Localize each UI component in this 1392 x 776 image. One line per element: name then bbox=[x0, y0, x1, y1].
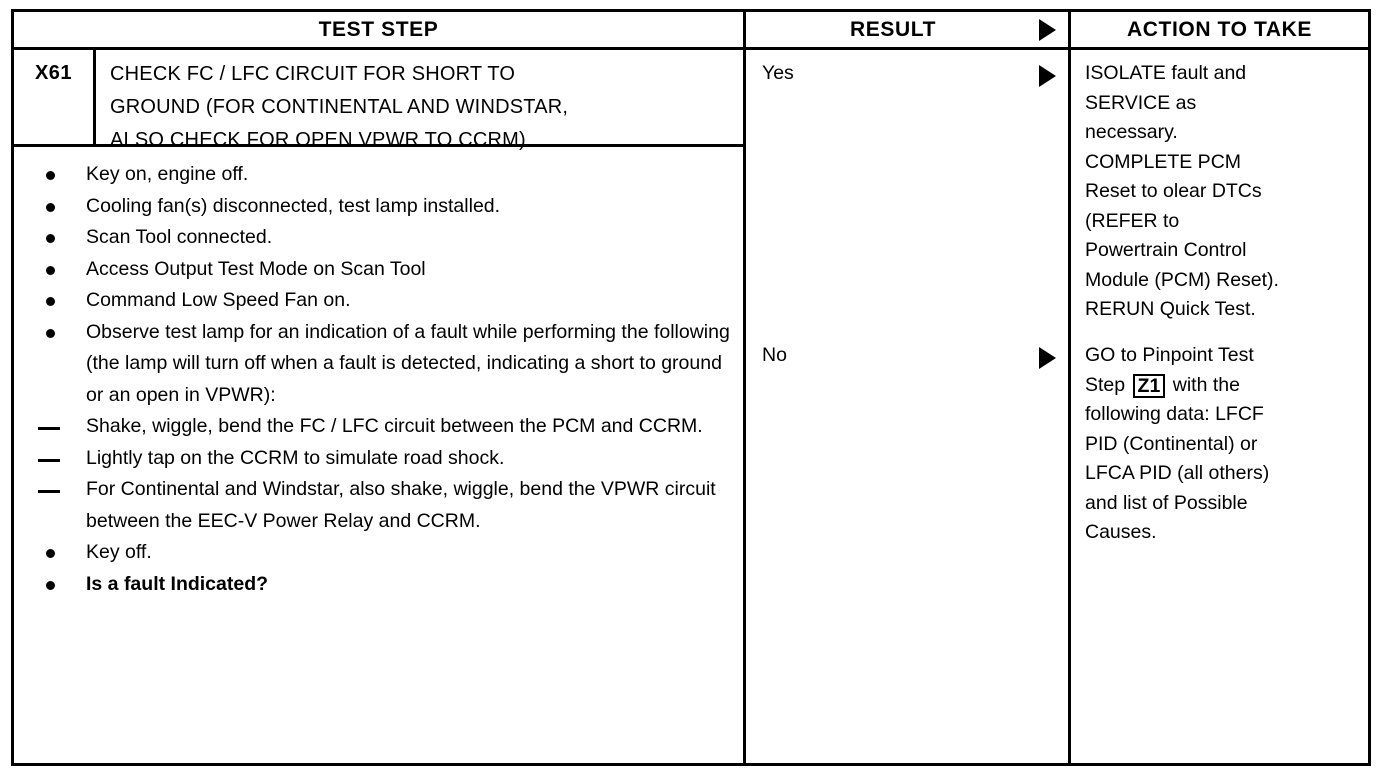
result-label-no: No bbox=[762, 344, 787, 366]
action-line-prefix: Step bbox=[1085, 373, 1131, 396]
table-header-row: TEST STEP RESULT ACTION TO TAKE bbox=[14, 12, 1368, 50]
action-line: Causes. bbox=[1085, 521, 1157, 543]
result-entry-no: No bbox=[746, 344, 1068, 369]
column-header-test-step: TEST STEP bbox=[14, 12, 743, 47]
list-item: Shake, wiggle, bend the FC / LFC circuit… bbox=[28, 411, 735, 443]
list-item: Key on, engine off. bbox=[28, 159, 735, 191]
action-line: necessary. bbox=[1085, 121, 1178, 143]
right-triangle-icon bbox=[1039, 347, 1056, 369]
list-item: Command Low Speed Fan on. bbox=[28, 285, 735, 317]
list-item: For Continental and Windstar, also shake… bbox=[28, 474, 735, 537]
action-line-suffix: with the bbox=[1167, 373, 1240, 396]
action-line: GO to Pinpoint Test bbox=[1085, 344, 1254, 366]
result-column: Yes No bbox=[743, 50, 1068, 763]
result-label-yes: Yes bbox=[762, 62, 794, 84]
step-id-cell: X61 bbox=[14, 50, 96, 144]
list-item: Cooling fan(s) disconnected, test lamp i… bbox=[28, 191, 735, 223]
column-header-action-to-take: ACTION TO TAKE bbox=[1068, 12, 1368, 47]
action-line: Reset to olear DTCs bbox=[1085, 180, 1262, 202]
list-item: Lightly tap on the CCRM to simulate road… bbox=[28, 443, 735, 475]
pinpoint-step-reference-badge: Z1 bbox=[1132, 373, 1166, 398]
action-line: following data: LFCF bbox=[1085, 403, 1264, 425]
action-line: COMPLETE PCM bbox=[1085, 150, 1242, 173]
action-line: (REFER to bbox=[1085, 209, 1180, 232]
action-line: and list of Possible bbox=[1085, 491, 1248, 514]
action-line: Powertrain Control bbox=[1085, 239, 1247, 261]
action-line: RERUN Quick Test. bbox=[1085, 298, 1256, 320]
step-title-line-1: CHECK FC / LFC CIRCUIT FOR SHORT TO bbox=[110, 63, 516, 85]
action-entry-yes: ISOLATE fault and SERVICE as necessary. … bbox=[1071, 59, 1368, 325]
list-item: Is a fault Indicated? bbox=[28, 569, 735, 601]
list-item: Observe test lamp for an indication of a… bbox=[28, 317, 735, 412]
test-step-column: X61 CHECK FC / LFC CIRCUIT FOR SHORT TO … bbox=[14, 50, 743, 763]
table-body: X61 CHECK FC / LFC CIRCUIT FOR SHORT TO … bbox=[14, 50, 1368, 763]
list-item: Key off. bbox=[28, 537, 735, 569]
action-to-take-column: ISOLATE fault and SERVICE as necessary. … bbox=[1068, 50, 1368, 763]
step-title-cell: CHECK FC / LFC CIRCUIT FOR SHORT TO GROU… bbox=[96, 50, 743, 151]
list-item: Scan Tool connected. bbox=[28, 222, 735, 254]
procedure-sub-item-list: Shake, wiggle, bend the FC / LFC circuit… bbox=[28, 411, 735, 537]
step-title-row: X61 CHECK FC / LFC CIRCUIT FOR SHORT TO … bbox=[14, 50, 743, 151]
step-title-line-2: GROUND (FOR CONTINENTAL AND WINDSTAR, bbox=[110, 96, 569, 118]
action-line-with-reference: Step Z1 with the bbox=[1085, 371, 1360, 401]
result-entry-yes: Yes bbox=[746, 62, 1068, 87]
procedure-bullet-list-tail: Key off. Is a fault Indicated? bbox=[28, 537, 735, 600]
action-line: PID (Continental) or bbox=[1085, 432, 1258, 455]
right-triangle-icon bbox=[1039, 65, 1056, 87]
step-title-line-3: ALSO CHECK FOR OPEN VPWR TO CCRM) bbox=[110, 129, 526, 151]
action-line: Module (PCM) Reset). bbox=[1085, 268, 1279, 291]
action-line: SERVICE as bbox=[1085, 91, 1197, 114]
pinpoint-test-table: TEST STEP RESULT ACTION TO TAKE X61 CHEC… bbox=[11, 9, 1371, 766]
column-header-result: RESULT bbox=[743, 12, 1068, 47]
step-procedure-cell: Key on, engine off. Cooling fan(s) disco… bbox=[14, 147, 743, 763]
procedure-bullet-list: Key on, engine off. Cooling fan(s) disco… bbox=[28, 159, 735, 411]
test-step-header-label: TEST STEP bbox=[318, 17, 439, 41]
action-header-label: ACTION TO TAKE bbox=[1127, 17, 1312, 41]
result-header-label: RESULT bbox=[849, 17, 937, 41]
action-entry-no: GO to Pinpoint Test Step Z1 with the fol… bbox=[1071, 341, 1368, 548]
list-item: Access Output Test Mode on Scan Tool bbox=[28, 254, 735, 286]
action-line: ISOLATE fault and bbox=[1085, 62, 1247, 84]
action-line: LFCA PID (all others) bbox=[1085, 462, 1270, 484]
right-triangle-icon bbox=[1039, 18, 1056, 41]
